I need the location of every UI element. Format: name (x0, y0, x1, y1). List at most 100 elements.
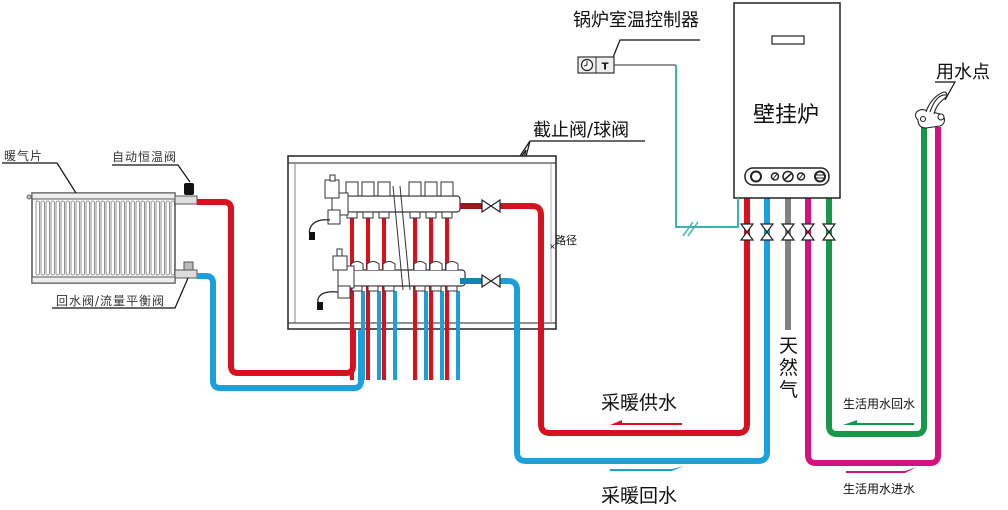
radiator-supply-pipe (197, 199, 356, 376)
domestic-inlet-arrow (846, 467, 917, 473)
radiator-fin (60, 200, 65, 276)
path-marker-label: 路径 (555, 234, 577, 247)
radiator-fin (70, 200, 75, 276)
radiator-fin (170, 200, 175, 276)
manifold-outlet (414, 285, 426, 292)
heating-return-arrow (610, 466, 684, 471)
shutoff-valve-label: 截止阀/球阀 (533, 120, 629, 141)
floor-heating-loops (350, 218, 460, 380)
manifold-outlet (441, 211, 453, 219)
wall-hung-boiler (733, 2, 841, 199)
radiator-fin (145, 200, 150, 276)
heating-supply-pipe (500, 198, 750, 436)
manifold-actuator (440, 181, 454, 197)
boiler-shutoff-valve (780, 223, 796, 241)
radiator-fin (50, 200, 55, 276)
radiator-fin (40, 200, 45, 276)
domestic-inlet-label: 生活用水进水 (843, 482, 915, 496)
radiator-fin (120, 200, 125, 276)
domestic-return-label: 生活用水回水 (843, 397, 915, 411)
svg-text:×: × (549, 242, 556, 251)
manifold-cap (429, 261, 443, 270)
radiator-fin (155, 200, 160, 276)
break-line (399, 185, 411, 291)
manifold-outlet (362, 211, 374, 219)
radiator-fin (165, 200, 170, 276)
manifold-outlet (367, 285, 379, 292)
natural-gas-label: 天 然 气 (779, 335, 798, 401)
shutoff-valve-return (481, 273, 501, 289)
return-valve-label: 回水阀/流量平衡阀 (56, 294, 165, 308)
radiator-fin (80, 200, 85, 276)
manifold-outlet (383, 285, 395, 292)
boiler-label: 壁挂炉 (753, 103, 819, 128)
manifold-outlet (430, 285, 442, 292)
manifold-outlet (409, 211, 421, 219)
radiator-fin (125, 200, 130, 276)
domestic-inlet-pipe (805, 127, 941, 466)
boiler-shutoff-valve (821, 223, 837, 241)
heating-return-label: 采暖回水 (601, 485, 677, 507)
thermostat-t-label: T (602, 62, 609, 73)
faucet (915, 91, 948, 129)
domestic-return-pipe (826, 127, 927, 437)
radiator-fin (140, 200, 145, 276)
manifold-outlet (378, 211, 390, 219)
radiator-return-pipe (197, 273, 364, 391)
room-controller-label: 锅炉室温控制器 (573, 10, 699, 31)
svg-text:天: 天 (779, 335, 798, 357)
domestic-return-arrow (843, 420, 914, 425)
return-balance-valve (174, 261, 198, 279)
break-line (392, 185, 404, 291)
svg-text:然: 然 (779, 357, 798, 379)
radiator-fin (160, 200, 165, 276)
radiator-fin (115, 200, 120, 276)
water-point-label: 用水点 (936, 62, 990, 83)
control-wire (614, 64, 739, 237)
radiator (26, 192, 176, 284)
heating-supply-label: 采暖供水 (601, 392, 677, 414)
boiler-shutoff-valve (739, 223, 755, 241)
radiator-fin (135, 200, 140, 276)
radiator-fin (95, 200, 100, 276)
radiator-label: 暖气片 (4, 148, 43, 163)
radiator-fin (105, 200, 110, 276)
radiator-fin (130, 200, 135, 276)
manifold-cap (382, 261, 396, 270)
boiler-shutoff-valve (759, 223, 775, 241)
supply-manifold (308, 174, 461, 240)
path-marker: × 路径 (549, 234, 577, 251)
svg-text:气: 气 (779, 379, 798, 401)
thermostatic-valve (174, 183, 198, 205)
manifold-actuator (424, 181, 438, 197)
radiator-fin (90, 200, 95, 276)
manifold-cap (366, 261, 380, 270)
manifold-actuator (345, 181, 359, 197)
shutoff-valve-supply (481, 198, 501, 214)
return-manifold (317, 248, 466, 310)
thermostatic-valve-label: 自动恒温阀 (112, 150, 177, 164)
radiator-fin (45, 200, 50, 276)
boiler-valves (739, 223, 837, 241)
manifold-actuator (377, 181, 391, 197)
radiator-fin (85, 200, 90, 276)
flow-arrows (610, 420, 917, 473)
heating-return-pipe (500, 198, 770, 464)
heating-supply-arrow (610, 420, 682, 425)
manifold-actuator (361, 181, 375, 197)
boiler-shutoff-valve (800, 223, 816, 241)
manifold-cap (445, 261, 459, 270)
manifold-cap (413, 261, 427, 270)
radiator-fin (100, 200, 105, 276)
radiator-fin (35, 200, 40, 276)
manifold-actuator (408, 181, 422, 197)
manifold-outlet (425, 211, 437, 219)
radiator-fin (65, 200, 70, 276)
radiator-fin (75, 200, 80, 276)
room-thermostat: T (577, 56, 615, 74)
radiator-fin (150, 200, 155, 276)
manifold-outlet (446, 285, 458, 292)
radiator-fin (55, 200, 60, 276)
radiator-fin (110, 200, 115, 276)
